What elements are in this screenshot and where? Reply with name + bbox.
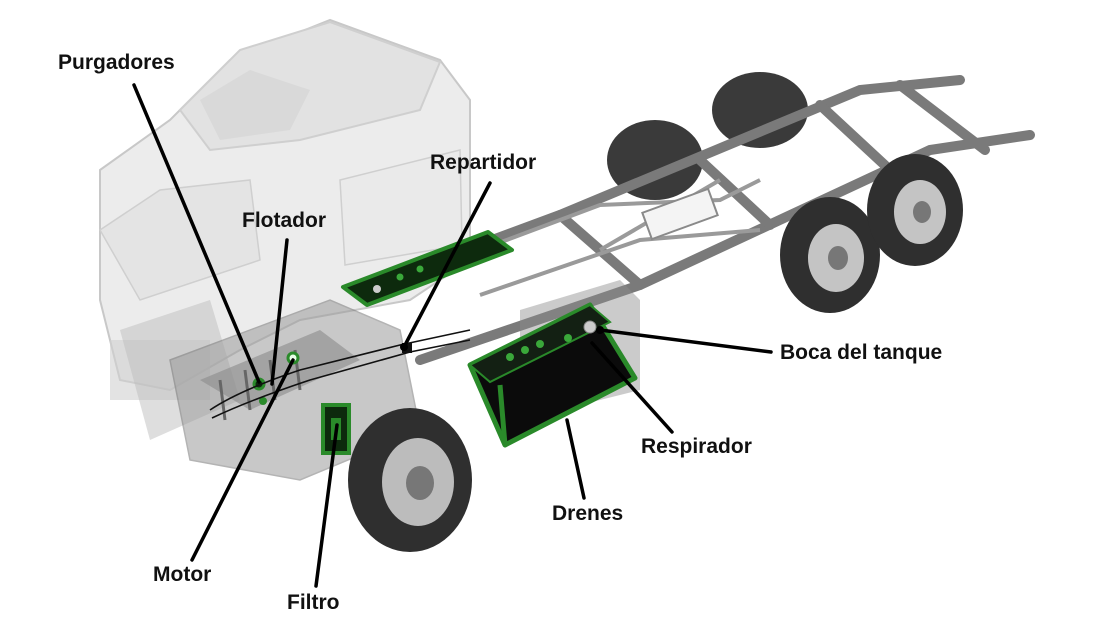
label-drenes: Drenes: [552, 502, 624, 525]
leader-endpoints: [400, 326, 604, 351]
leader-motor: [190, 358, 295, 562]
label-boca-del-tanque: Boca del tanque: [780, 341, 943, 364]
label-motor: Motor: [153, 563, 212, 586]
leader-repartidor: [402, 181, 492, 349]
label-purgadores: Purgadores: [58, 51, 175, 74]
fuel-components: [209, 230, 638, 455]
label-flotador: Flotador: [242, 209, 326, 232]
leader-respirador: [590, 341, 674, 434]
leader-purgadores: [132, 83, 261, 384]
leader-boca-del-tanque: [598, 328, 773, 354]
leader-lines: [132, 83, 773, 588]
leader-filtro: [314, 423, 339, 588]
rear-tires-front: [780, 154, 963, 313]
main-fuel-tank: [467, 302, 638, 448]
label-respirador: Respirador: [641, 435, 752, 458]
upper-fuel-tank: [341, 230, 514, 307]
label-filtro: Filtro: [287, 591, 340, 614]
label-repartidor: Repartidor: [430, 151, 537, 174]
front-tire: [348, 408, 472, 552]
engine-block: [169, 299, 421, 481]
leader-drenes: [565, 418, 586, 500]
truck-illustration: [99, 18, 1035, 552]
leader-flotador: [270, 238, 289, 386]
